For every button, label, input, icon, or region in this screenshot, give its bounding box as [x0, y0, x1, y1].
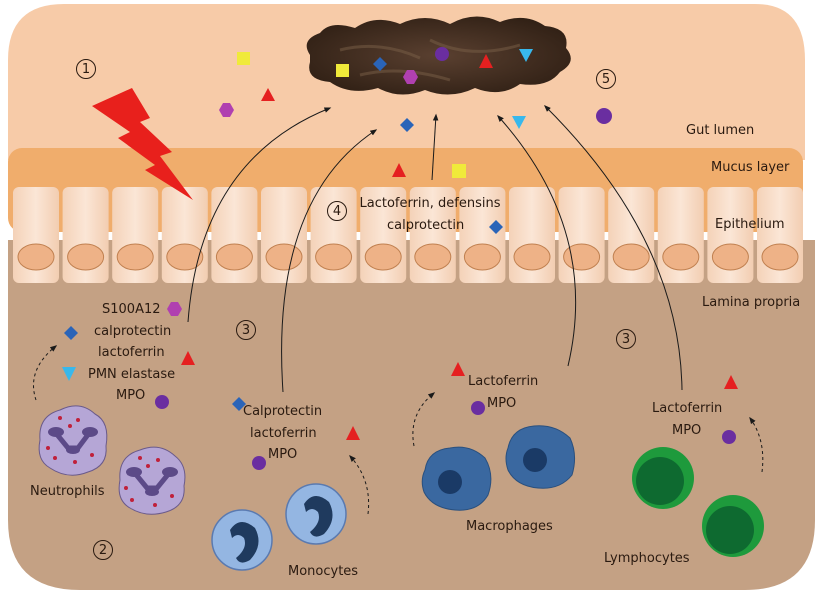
step-3-badge: 3 — [236, 320, 256, 340]
macrophage-cell — [505, 425, 576, 489]
lactoferrin-triangle-icon — [261, 88, 275, 101]
monocyte-marker-mpo: MPO — [268, 447, 298, 462]
neutrophil-marker-s100a12: S100A12 — [102, 302, 161, 317]
epithelial-nucleus — [513, 243, 551, 271]
calprotectin-diamond-icon — [489, 220, 503, 234]
lactoferrin-triangle-icon — [451, 362, 465, 376]
neutrophil-marker-mpo: MPO — [116, 388, 146, 403]
epithelial-nucleus — [761, 243, 799, 271]
monocytes-label: Monocytes — [288, 564, 359, 579]
mucus-layer-label: Mucus layer — [711, 160, 790, 175]
epithelial-nucleus — [315, 243, 353, 271]
secretion-arrows — [33, 345, 764, 515]
calprotectin-diamond-icon — [232, 397, 246, 411]
monocyte-marker-lactoferrin: lactoferrin — [250, 426, 317, 441]
mpo-circle-icon — [435, 47, 449, 61]
epithelial-marker-line-1: Lactoferrin, defensins — [359, 196, 501, 211]
macrophage-cell — [421, 446, 492, 511]
epithelial-nucleus — [612, 243, 650, 271]
defensin-square-icon — [336, 64, 349, 77]
epithelial-nucleus — [215, 243, 253, 271]
epithelial-nucleus — [67, 243, 105, 271]
epithelial-nucleus — [711, 243, 749, 271]
injury-bolt-icon — [92, 88, 193, 200]
step-5-badge: 5 — [596, 69, 616, 89]
lymphocyte-marker-mpo: MPO — [672, 423, 702, 438]
epithelium-label: Epithelium — [715, 217, 785, 232]
epithelial-nucleus — [265, 243, 303, 271]
mpo-circle-icon — [252, 456, 266, 470]
step-2-badge: 2 — [93, 540, 113, 560]
lactoferrin-triangle-icon — [346, 426, 360, 440]
macrophages-label: Macrophages — [466, 519, 553, 534]
gut-lumen-label: Gut lumen — [686, 123, 755, 138]
epithelial-nucleus — [563, 243, 601, 271]
lamina-propria-region — [8, 240, 815, 590]
epithelium-cells — [13, 187, 803, 283]
monocyte-cell — [285, 483, 347, 545]
lactoferrin-triangle-icon — [479, 54, 493, 68]
calprotectin-diamond-icon — [64, 326, 78, 340]
epithelial-nucleus — [17, 243, 55, 271]
release-arrows — [187, 105, 683, 393]
lymphocytes-label: Lymphocytes — [604, 551, 690, 566]
macrophage-marker-mpo: MPO — [487, 396, 517, 411]
pmn-elastase-triangle-icon — [62, 367, 76, 381]
s100a12-hexagon-icon — [167, 302, 182, 316]
lactoferrin-triangle-icon — [181, 351, 195, 365]
defensin-square-icon — [237, 52, 250, 65]
marker-glyphs — [62, 47, 738, 470]
macrophage-marker-lactoferrin: Lactoferrin — [468, 374, 539, 389]
mpo-circle-icon — [722, 430, 736, 444]
mpo-circle-icon — [155, 395, 169, 409]
epithelial-nucleus — [364, 243, 402, 271]
pmn-elastase-triangle-icon — [519, 49, 533, 62]
pmn-elastase-triangle-icon — [512, 116, 526, 129]
step-3-badge: 3 — [616, 329, 636, 349]
mpo-circle-icon — [471, 401, 485, 415]
neutrophil-marker-pmn-elastase: PMN elastase — [88, 367, 176, 382]
neutrophil-marker-lactoferrin: lactoferrin — [98, 345, 165, 360]
neutrophils-label: Neutrophils — [30, 484, 105, 499]
lactoferrin-triangle-icon — [724, 375, 738, 389]
epithelial-marker-line-2: calprotectin — [387, 218, 465, 233]
lactoferrin-triangle-icon — [392, 163, 406, 177]
lymphocyte-cell — [702, 495, 764, 557]
step-4-badge: 4 — [327, 201, 347, 221]
defensin-square-icon — [452, 164, 466, 178]
mpo-circle-icon — [596, 108, 612, 124]
lymphocyte-marker-lactoferrin: Lactoferrin — [652, 401, 723, 416]
neutrophil-cell — [38, 405, 108, 476]
epithelial-nucleus — [463, 243, 501, 271]
neutrophil-cell — [118, 446, 186, 515]
neutrophil-marker-calprotectin: calprotectin — [94, 324, 172, 339]
lymphocyte-cell — [632, 447, 694, 509]
epithelial-nucleus — [662, 243, 700, 271]
monocyte-marker-calprotectin: Calprotectin — [243, 404, 323, 419]
calprotectin-diamond-icon — [373, 57, 387, 71]
step-1-badge: 1 — [76, 59, 96, 79]
s100a12-hexagon-icon — [219, 103, 234, 117]
epithelial-nucleus — [166, 243, 204, 271]
s100a12-hexagon-icon — [403, 70, 418, 84]
epithelial-nucleus — [116, 243, 154, 271]
monocyte-cell — [211, 509, 273, 571]
calprotectin-diamond-icon — [400, 118, 414, 132]
epithelial-nucleus — [414, 243, 452, 271]
lamina-propria-label: Lamina propria — [702, 295, 801, 310]
